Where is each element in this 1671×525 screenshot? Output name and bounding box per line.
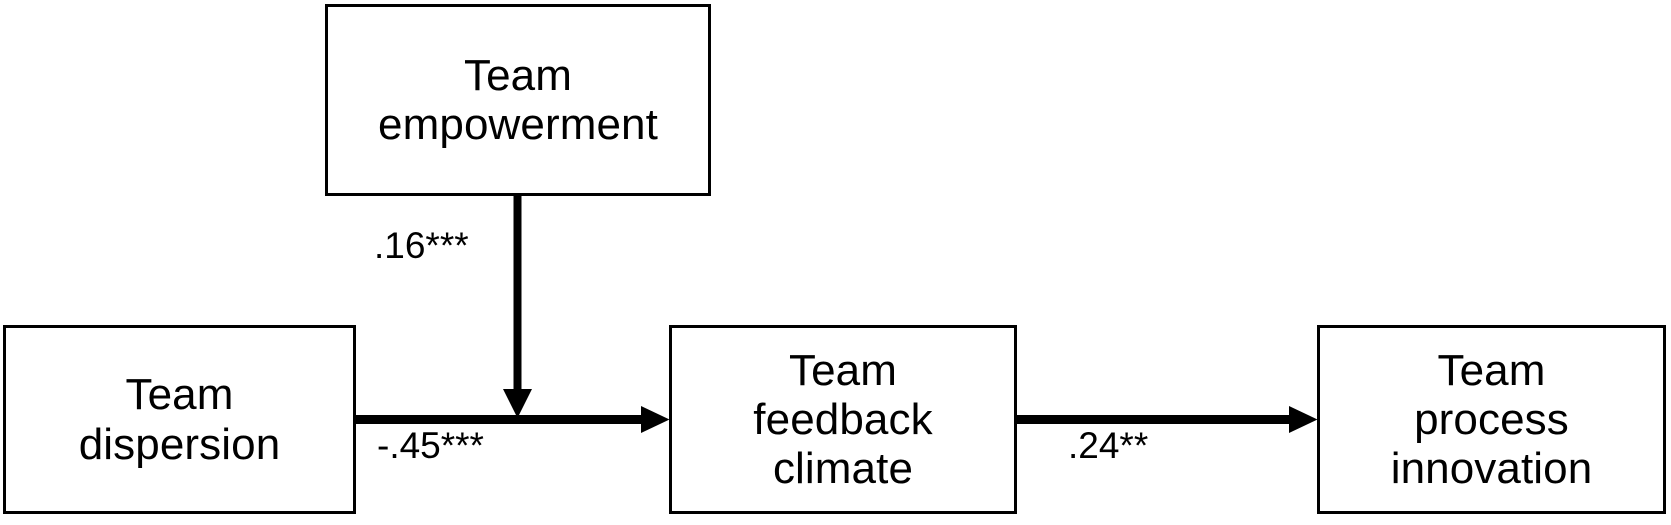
node-team-feedback-climate-line-1: Team	[789, 345, 897, 395]
edge-empowerment-to-path	[503, 196, 532, 418]
edge-dispersion-to-climate-arrowhead	[641, 406, 670, 433]
node-team-feedback-climate[interactable]: Team feedback climate	[669, 325, 1017, 514]
node-team-empowerment-line-1: Team	[464, 50, 572, 100]
edge-label-dispersion-to-climate: -.45***	[377, 425, 484, 466]
edge-empowerment-to-path-arrowhead	[503, 389, 532, 418]
edge-climate-to-innovation	[1017, 406, 1318, 433]
node-team-dispersion[interactable]: Team dispersion	[3, 325, 356, 514]
edge-label-climate-to-innovation: .24**	[1068, 425, 1149, 466]
node-team-dispersion-line-2: dispersion	[78, 419, 281, 469]
edge-dispersion-to-climate-line	[356, 415, 644, 424]
node-team-feedback-climate-line-3: climate	[772, 444, 914, 494]
node-team-process-innovation-line-2: process	[1414, 394, 1569, 444]
node-team-dispersion-line-1: Team	[125, 370, 234, 420]
edge-climate-to-innovation-line	[1017, 415, 1292, 424]
node-team-process-innovation[interactable]: Team process innovation	[1317, 325, 1666, 514]
node-team-feedback-climate-line-2: feedback	[753, 394, 933, 444]
edge-empowerment-to-path-line	[513, 196, 522, 392]
node-team-empowerment[interactable]: Team empowerment	[325, 4, 711, 196]
node-team-empowerment-line-2: empowerment	[378, 100, 658, 149]
edge-climate-to-innovation-arrowhead	[1289, 406, 1318, 433]
edge-label-empowerment-to-path: .16***	[374, 225, 469, 266]
node-team-process-innovation-line-1: Team	[1437, 345, 1546, 395]
node-team-process-innovation-line-3: innovation	[1390, 444, 1593, 494]
